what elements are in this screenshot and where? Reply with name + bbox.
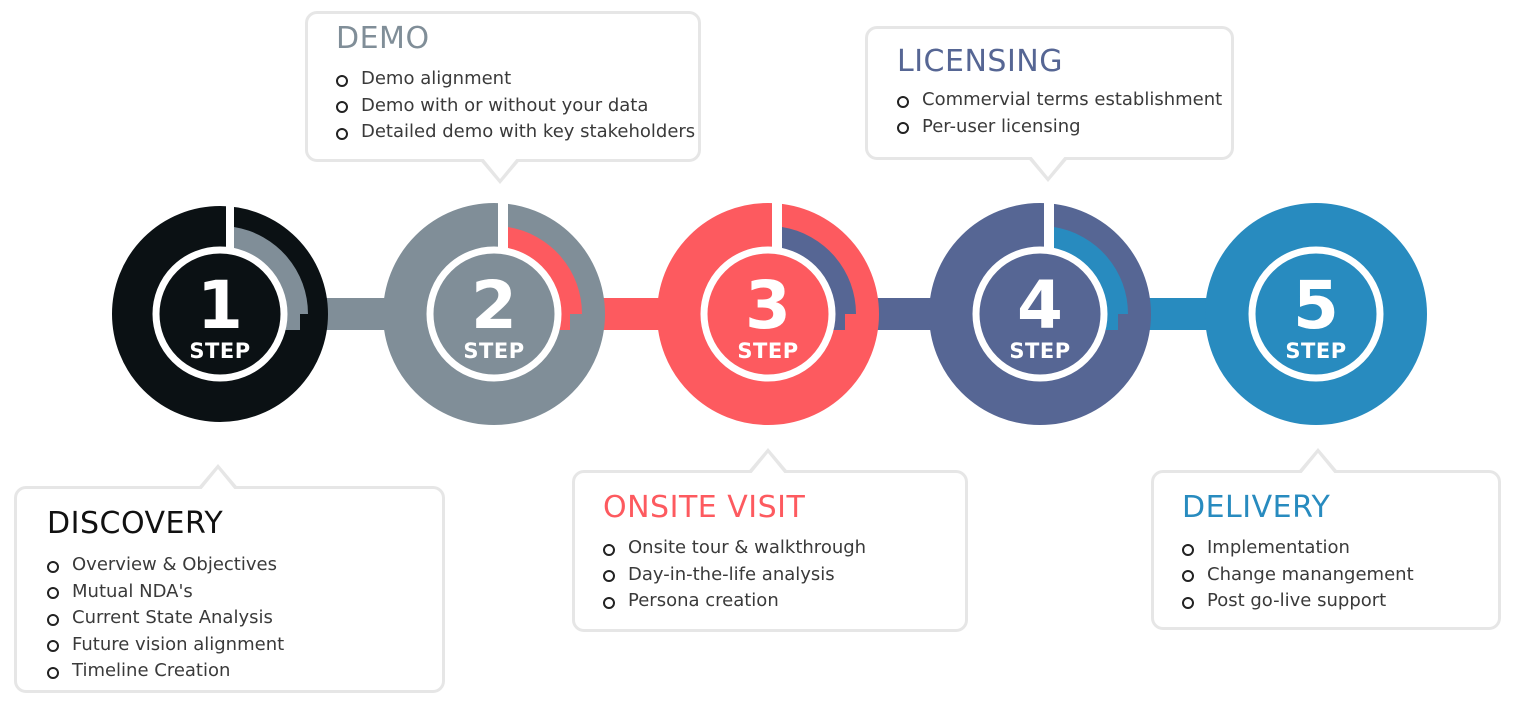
step-4-ring <box>929 200 1151 425</box>
discovery-list: Overview & Objectives Mutual NDA's Curre… <box>47 552 442 685</box>
delivery-title: DELIVERY <box>1182 490 1331 525</box>
list-item: Implementation <box>1182 535 1498 562</box>
demo-callout-tail-fill <box>482 157 518 179</box>
delivery-callout: DELIVERY Implementation Change manangeme… <box>1151 470 1501 630</box>
onsite-callout-tail-fill <box>750 453 786 475</box>
list-item: Detailed demo with key stakeholders <box>336 119 698 146</box>
demo-title: DEMO <box>336 21 430 56</box>
discovery-callout: DISCOVERY Overview & Objectives Mutual N… <box>14 486 445 693</box>
step-2-number: 2 <box>471 267 517 344</box>
list-item: Change manangement <box>1182 562 1498 589</box>
step-1-word: STEP <box>189 339 251 363</box>
list-item: Demo alignment <box>336 66 698 93</box>
bullet-icon <box>47 666 59 679</box>
licensing-callout: LICENSING Commervial terms establishment… <box>865 26 1234 160</box>
step-4-word: STEP <box>1009 339 1071 363</box>
bullet-icon <box>336 101 348 113</box>
bullet-icon <box>47 613 59 626</box>
step-3-number: 3 <box>745 267 791 344</box>
bullet-icon <box>1182 543 1194 556</box>
bullet-icon <box>897 122 909 134</box>
bullet-icon <box>47 640 59 652</box>
list-item: Onsite tour & walkthrough <box>603 535 965 562</box>
list-item: Commervial terms establishment <box>897 87 1231 114</box>
step-5-label: 5 STEP <box>1246 273 1386 362</box>
onsite-title: ONSITE VISIT <box>603 490 806 525</box>
list-item: Per-user licensing <box>897 114 1231 141</box>
bullet-icon <box>1182 570 1194 582</box>
list-item: Future vision alignment <box>47 632 442 659</box>
list-item: Current State Analysis <box>47 605 442 632</box>
onsite-callout: ONSITE VISIT Onsite tour & walkthrough D… <box>572 470 968 632</box>
bullet-icon <box>897 95 909 108</box>
step-3-ring <box>657 200 879 425</box>
list-item: Overview & Objectives <box>47 552 442 579</box>
bullet-icon <box>336 127 348 140</box>
step-2-label: 2 STEP <box>424 273 564 362</box>
bullet-icon <box>47 587 59 599</box>
step-1-number: 1 <box>197 267 243 344</box>
bullet-icon <box>47 560 59 573</box>
step-1-label: 1 STEP <box>150 273 290 362</box>
bullet-icon <box>336 74 348 87</box>
list-item: Demo with or without your data <box>336 93 698 120</box>
delivery-list: Implementation Change manangement Post g… <box>1182 535 1498 615</box>
bullet-icon <box>603 543 615 556</box>
bullet-icon <box>1182 596 1194 609</box>
list-item: Day-in-the-life analysis <box>603 562 965 589</box>
step-5-word: STEP <box>1285 339 1347 363</box>
licensing-title: LICENSING <box>897 44 1063 79</box>
list-item: Persona creation <box>603 588 965 615</box>
bullet-icon <box>603 596 615 609</box>
step-5-number: 5 <box>1293 267 1339 344</box>
discovery-callout-tail-fill <box>200 469 236 491</box>
demo-callout: DEMO Demo alignment Demo with or without… <box>305 11 701 162</box>
step-4-label: 4 STEP <box>970 273 1110 362</box>
list-item: Timeline Creation <box>47 658 442 685</box>
step-2-word: STEP <box>463 339 525 363</box>
licensing-callout-tail-fill <box>1030 155 1066 177</box>
step-4-number: 4 <box>1017 267 1063 344</box>
delivery-callout-tail-fill <box>1300 453 1336 475</box>
bullet-icon <box>603 570 615 582</box>
licensing-list: Commervial terms establishment Per-user … <box>897 87 1231 140</box>
step-5-ring <box>1205 203 1427 425</box>
step-2-ring <box>383 200 605 425</box>
list-item: Mutual NDA's <box>47 579 442 606</box>
demo-list: Demo alignment Demo with or without your… <box>336 66 698 146</box>
discovery-title: DISCOVERY <box>47 506 224 541</box>
onsite-list: Onsite tour & walkthrough Day-in-the-lif… <box>603 535 965 615</box>
step-1-ring <box>112 200 328 422</box>
step-3-label: 3 STEP <box>698 273 838 362</box>
list-item: Post go-live support <box>1182 588 1498 615</box>
step-3-word: STEP <box>737 339 799 363</box>
